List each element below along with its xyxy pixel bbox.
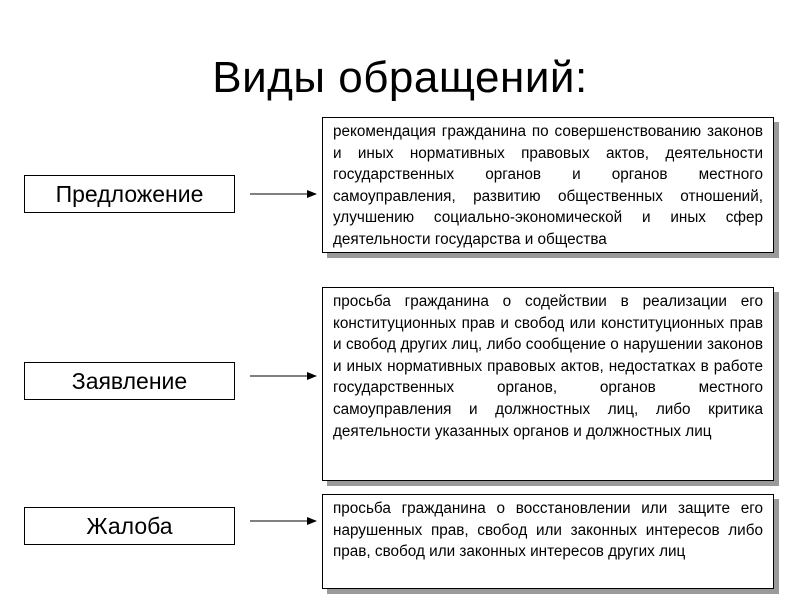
term-label: Заявление (71, 368, 188, 394)
definition-box-zhaloba: просьба гражданина о восстановлении или … (322, 494, 774, 589)
definition-text: рекомендация гражданина по совершенствов… (333, 123, 763, 248)
term-box-predlozhenie: Предложение (24, 175, 235, 213)
definition-box-zayavlenie: просьба гражданина о содействии в реализ… (322, 287, 774, 481)
definition-box-predlozhenie: рекомендация гражданина по совершенствов… (322, 117, 774, 253)
term-box-zayavlenie: Заявление (24, 362, 235, 400)
term-label: Жалоба (86, 513, 173, 539)
definition-text: просьба гражданина о восстановлении или … (333, 500, 763, 561)
term-label: Предложение (55, 181, 204, 207)
slide-title: Виды обращений: (212, 53, 588, 102)
term-box-zhaloba: Жалоба (24, 507, 235, 545)
definition-text: просьба гражданина о содействии в реализ… (333, 293, 763, 440)
